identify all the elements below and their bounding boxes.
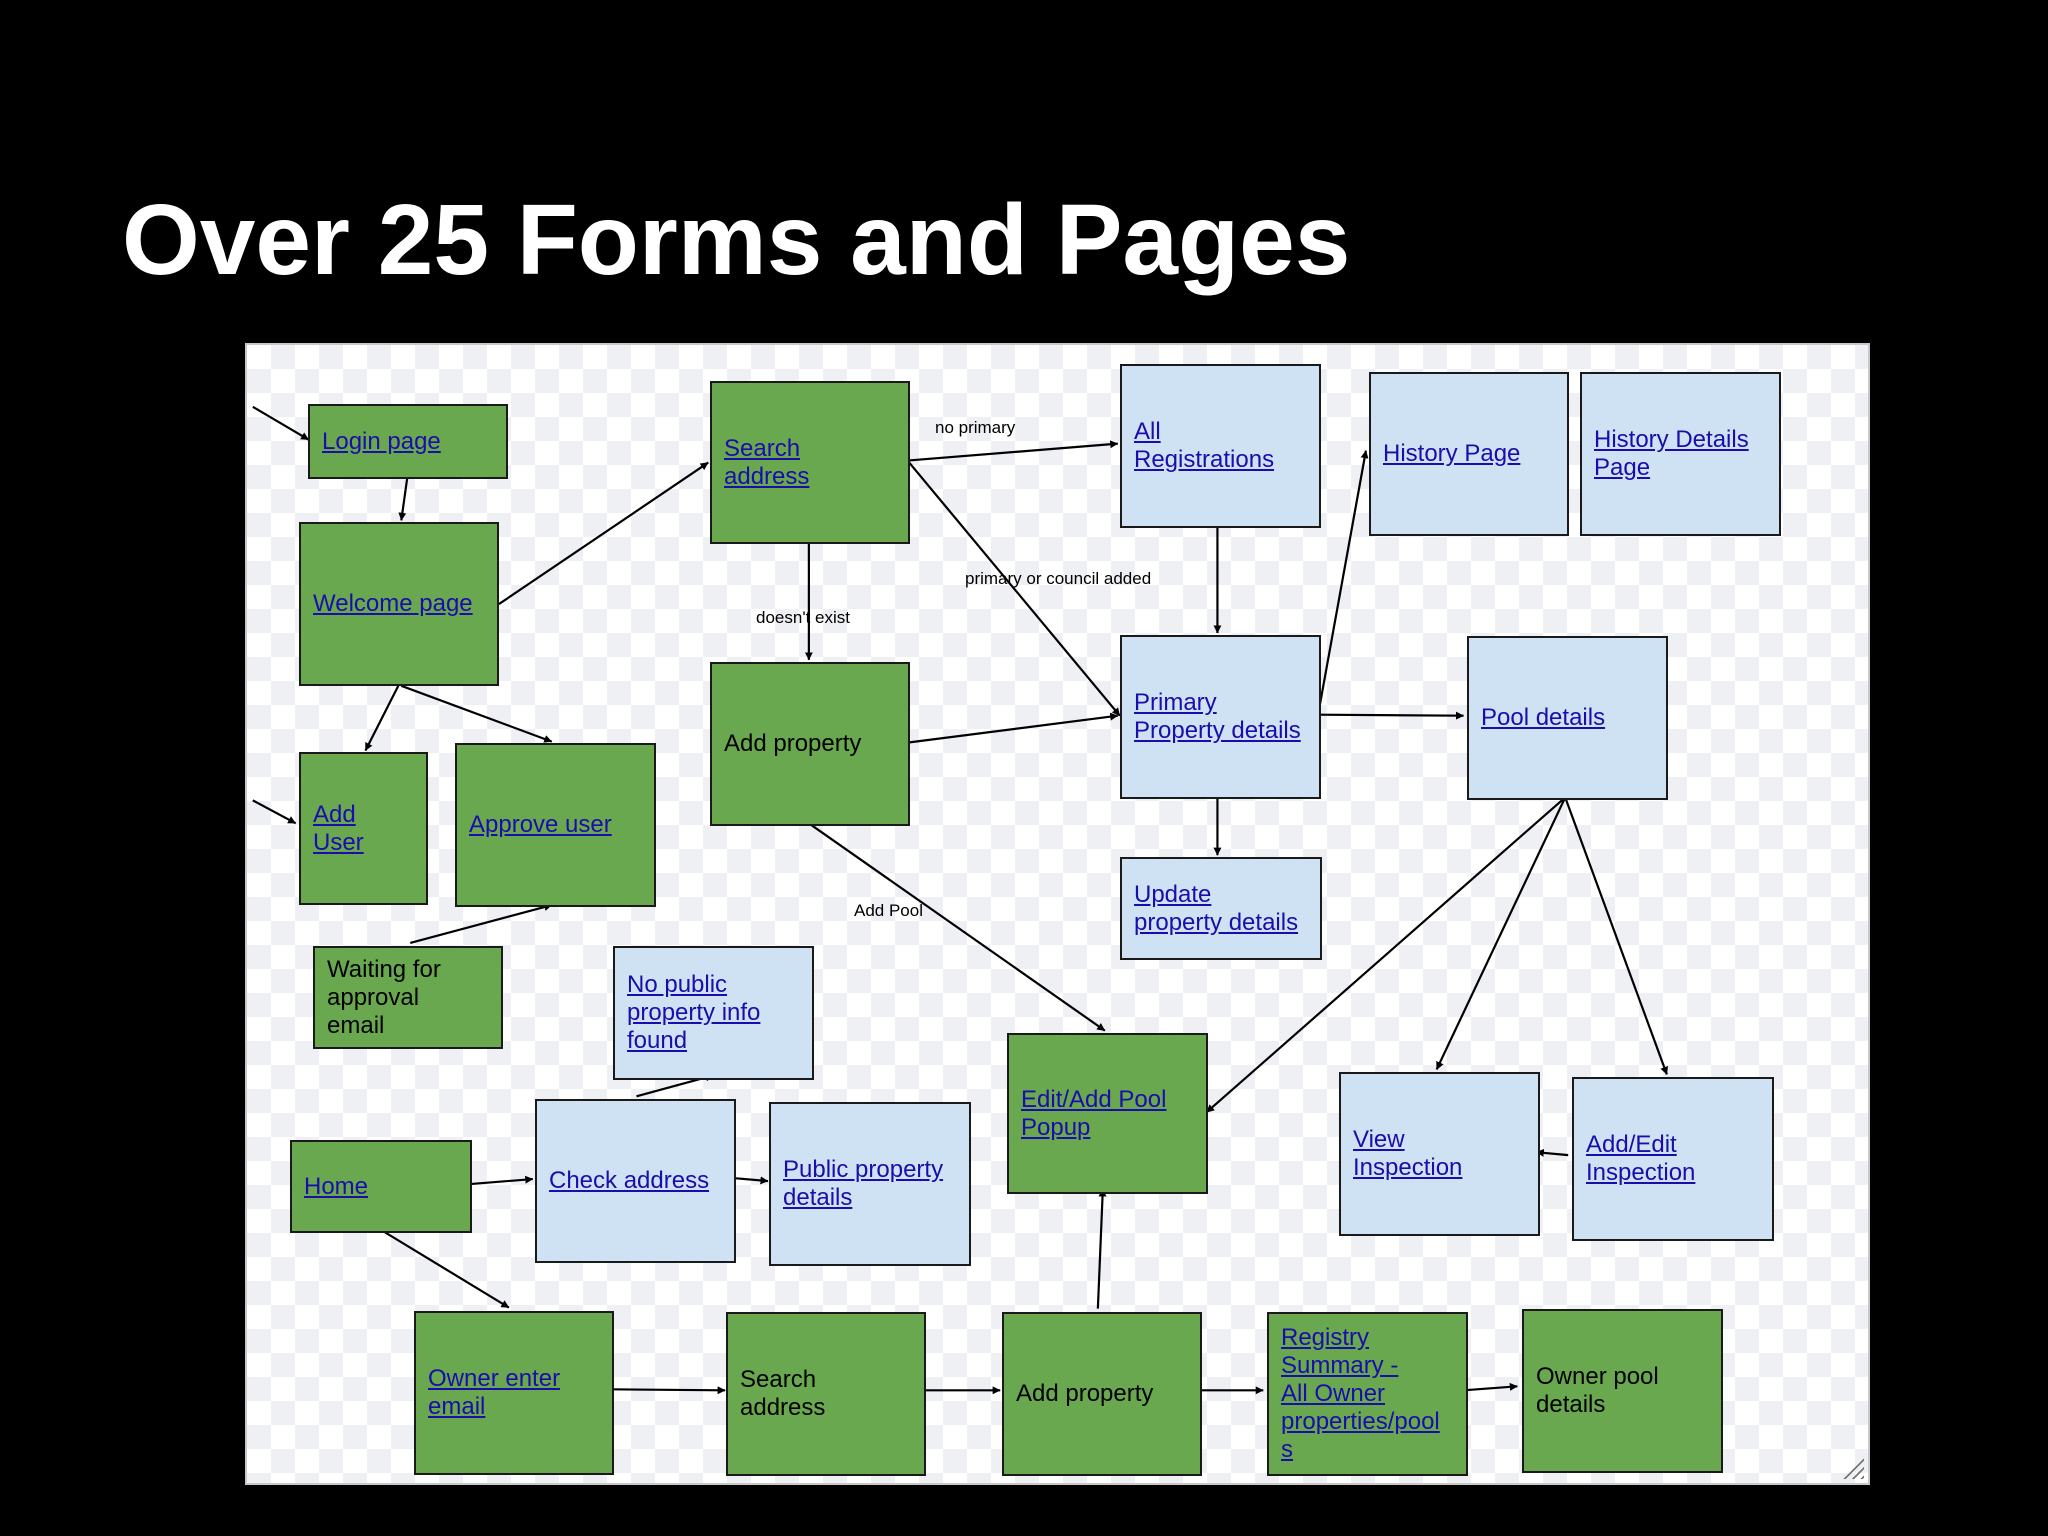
edge-label-add-pool: Add Pool	[854, 901, 923, 920]
node-home[interactable]: Home	[290, 1140, 472, 1233]
edge-pool-details-to-pool-popup	[1205, 796, 1566, 1114]
node-label[interactable]: Login page	[322, 427, 441, 455]
edge-add-inspection-to-view	[1535, 1148, 1569, 1157]
node-label: Add property	[1016, 1380, 1154, 1407]
node-label[interactable]: Home	[304, 1172, 369, 1200]
edge-add-property-to-primary	[907, 712, 1119, 744]
diagram-connectors	[252, 405, 1668, 1395]
edge-welcome-to-search	[498, 461, 709, 605]
slide-title: Over 25 Forms and Pages	[122, 184, 1351, 296]
node-label[interactable]: History Page	[1383, 440, 1521, 467]
edge-search-to-primary	[906, 459, 1121, 717]
node-label[interactable]: Pool details	[1481, 704, 1606, 731]
node-check-address[interactable]: Check address	[535, 1099, 736, 1263]
edge-login-to-welcome	[398, 477, 409, 521]
edge-owner-email-to-search	[611, 1386, 726, 1395]
edge-pool-details-to-view-inspection	[1435, 796, 1567, 1070]
edge-home-to-owner-email	[378, 1227, 510, 1309]
node-add-property: Add property	[710, 662, 910, 826]
edge-welcome-to-add-user	[364, 685, 400, 752]
edge-label-doesnt-exist: doesn't exist	[756, 608, 850, 627]
edge-primary-to-history	[1317, 450, 1369, 715]
edge-waiting-to-approve	[409, 903, 553, 944]
edge-add-property-to-pool-popup	[808, 822, 1106, 1032]
sitemap-diagram: no primary primary or council added does…	[245, 343, 1870, 1485]
node-pool-details[interactable]: Pool details	[1467, 636, 1668, 800]
edge-search-to-registrations	[907, 440, 1119, 462]
node-label[interactable]: Welcome page	[313, 590, 473, 617]
edge-registry-to-owner-pool	[1463, 1382, 1518, 1392]
edge-label-no-primary: no primary	[935, 418, 1016, 437]
node-history-page[interactable]: History Page	[1369, 372, 1569, 536]
node-label[interactable]: Approve user	[469, 811, 612, 838]
edge-entry-to-login	[252, 405, 310, 441]
edge-welcome-to-approve	[400, 684, 553, 743]
edge-add-property-bottom-to-pool-popup	[1096, 1188, 1107, 1309]
node-login-page[interactable]: Login page	[308, 404, 508, 479]
edge-check-to-public	[733, 1176, 769, 1185]
node-label[interactable]: Check address	[549, 1167, 710, 1194]
edge-pool-details-to-add-inspection	[1564, 797, 1668, 1075]
edge-primary-to-pool-details	[1318, 711, 1464, 720]
edge-entry-to-add-user	[252, 799, 297, 825]
node-add-property-owner: Add property	[1002, 1312, 1202, 1476]
node-approve-user[interactable]: Approve user	[455, 743, 656, 907]
edge-label-primary-or-council-added: primary or council added	[965, 569, 1152, 588]
edge-home-to-check	[469, 1175, 534, 1186]
node-welcome-page[interactable]: Welcome page	[299, 522, 499, 686]
node-label: Add property	[724, 730, 862, 757]
